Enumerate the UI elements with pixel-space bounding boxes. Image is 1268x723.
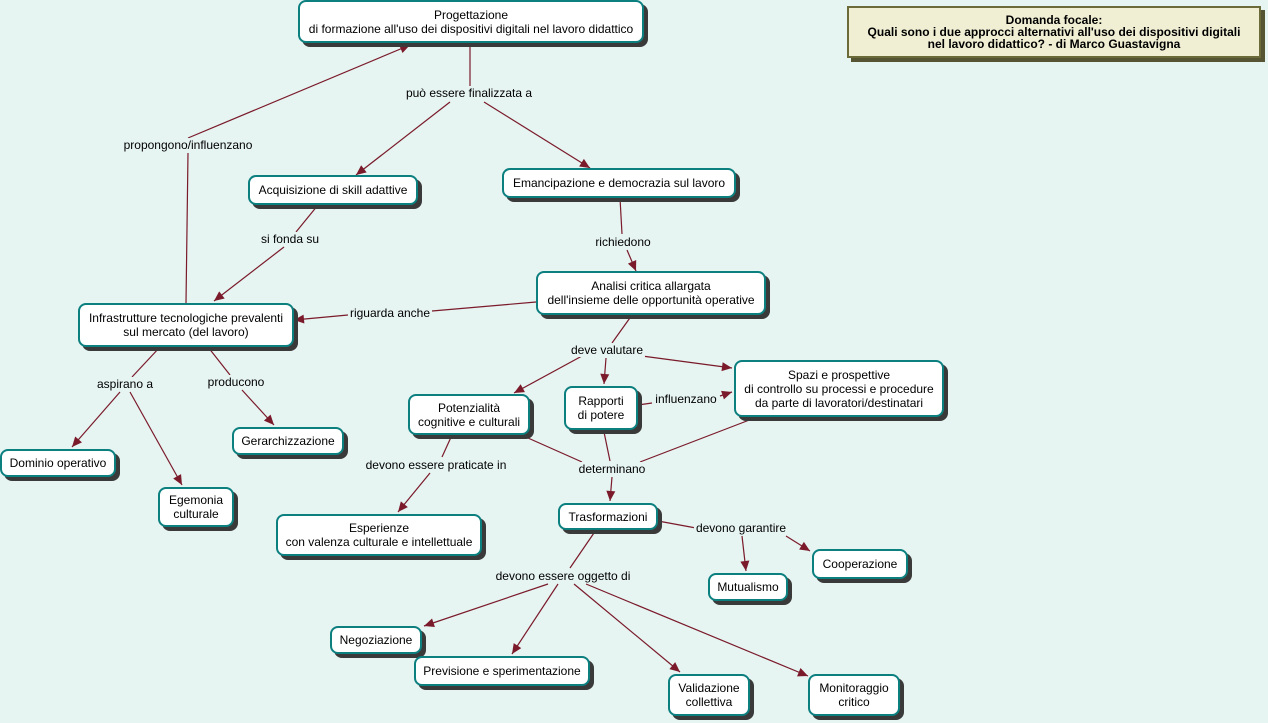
concept-infrastrutture[interactable]: Infrastrutture tecnologiche prevalenti s… [78,303,294,347]
link-oggetto-negoziazione-arrowhead [424,618,435,628]
link-trasformazioni-oggetto-line [569,529,597,569]
link-infra-producono-line [207,346,231,376]
link-label-devono-oggetto: devono essere oggetto di [493,569,633,583]
link-puo-acquisizione-line [355,101,451,176]
link-oggetto-previsione-line [511,583,559,655]
link-aspirano-dominio-arrowhead [72,436,82,447]
concept-potenzialita[interactable]: Potenzialità cognitive e culturali [408,394,530,435]
concept-monitoraggio[interactable]: Monitoraggio critico [808,674,900,716]
link-oggetto-monitoraggio-line [585,583,809,677]
link-spazi-determinano-line [639,418,753,463]
link-devevalutare-spazi-line [641,355,733,369]
link-propongono-progettazione-line [187,44,411,139]
concept-validazione[interactable]: Validazione collettiva [668,674,750,716]
link-oggetto-previsione-arrowhead [512,643,522,654]
link-devevalutare-potenzialita-arrowhead [514,384,525,393]
link-devevalutare-potenzialita-line [513,355,583,394]
concept-progettazione[interactable]: Progettazione di formazione all'uso dei … [298,0,644,43]
concept-acquisizione[interactable]: Acquisizione di skill adattive [248,175,418,205]
link-analisi-riguarda-line [431,301,537,312]
link-aspirano-egemonia-arrowhead [173,474,182,485]
concept-emancipazione[interactable]: Emancipazione e democrazia sul lavoro [502,168,736,198]
link-label-devono-garantire: devono garantire [693,521,789,535]
link-richiedono-analisi-arrowhead [627,260,637,271]
link-riguarda-infrastrutture-arrowhead [294,314,305,324]
link-garantire-mutualismo-arrowhead [740,560,750,571]
concept-cooperazione[interactable]: Cooperazione [812,549,908,579]
link-puo-emancipazione-line [483,101,591,169]
focal-question: Domanda focale: Quali sono i due approcc… [847,6,1261,58]
link-infra-propongono-line [185,152,189,304]
concept-gerarchizzazione[interactable]: Gerarchizzazione [232,427,344,455]
link-label-propongono: propongono/influenzano [121,138,255,152]
link-rapporti-determinano-line [603,431,611,462]
link-potenzialita-praticate-line [441,434,453,458]
concept-mutualismo[interactable]: Mutualismo [708,573,788,601]
link-aspirano-egemonia-line [129,391,183,486]
link-garantire-cooperazione-arrowhead [799,541,810,551]
link-oggetto-validazione-arrowhead [669,662,680,672]
link-label-aspirano: aspirano a [94,377,156,391]
link-sifonda-infrastrutture-line [213,246,285,302]
link-acquisizione-sifonda-line [295,204,319,233]
link-oggetto-validazione-line [573,583,681,673]
link-rapporti-influenzano-line [637,402,653,406]
link-label-devono-praticate: devono essere praticate in [363,458,509,472]
link-label-determinano: determinano [576,462,648,476]
link-potenzialita-determinano-line [527,437,583,463]
link-sifonda-infrastrutture-arrowhead [214,291,225,301]
link-label-riguarda: riguarda anche [347,306,433,320]
link-label-richiedono: richiedono [593,235,653,249]
link-devevalutare-rapporti-arrowhead [600,373,610,384]
link-aspirano-dominio-line [71,391,121,448]
concept-egemonia[interactable]: Egemonia culturale [158,487,234,527]
link-emancipazione-richiedono-line [619,197,623,235]
link-puo-acquisizione-arrowhead [356,165,367,175]
concept-rapporti[interactable]: Rapporti di potere [564,386,638,430]
link-determinano-trasformazioni-arrowhead [606,490,616,501]
concept-negoziazione[interactable]: Negoziazione [330,626,422,654]
link-trasformazioni-garantire-line [657,520,697,529]
link-devevalutare-spazi-arrowhead [721,362,732,372]
link-analisi-devevalutare-line [611,314,633,344]
link-label-deve-valutare: deve valutare [568,343,646,357]
concept-spazi[interactable]: Spazi e prospettive di controllo su proc… [734,360,944,417]
link-puo-emancipazione-arrowhead [579,158,590,168]
link-producono-gerarchizzazione-arrowhead [263,414,274,425]
link-oggetto-monitoraggio-arrowhead [797,668,808,677]
concept-previsione[interactable]: Previsione e sperimentazione [414,656,590,686]
concept-esperienze[interactable]: Esperienze con valenza culturale e intel… [276,514,482,556]
link-label-producono: producono [205,375,267,389]
concept-analisi[interactable]: Analisi critica allargata dell'insieme d… [536,271,766,315]
link-infra-aspirano-line [131,346,161,378]
link-propongono-progettazione-arrowhead [399,44,410,54]
concept-trasformazioni[interactable]: Trasformazioni [558,503,658,530]
concept-dominio[interactable]: Dominio operativo [0,449,116,477]
link-label-si-fonda: si fonda su [258,232,322,246]
link-label-puo-essere: può essere finalizzata a [403,86,535,100]
link-oggetto-negoziazione-line [423,583,549,627]
link-praticate-esperienze-arrowhead [398,501,408,512]
link-label-influenzano: influenzano [653,392,719,406]
link-influenzano-spazi-arrowhead [721,390,732,400]
